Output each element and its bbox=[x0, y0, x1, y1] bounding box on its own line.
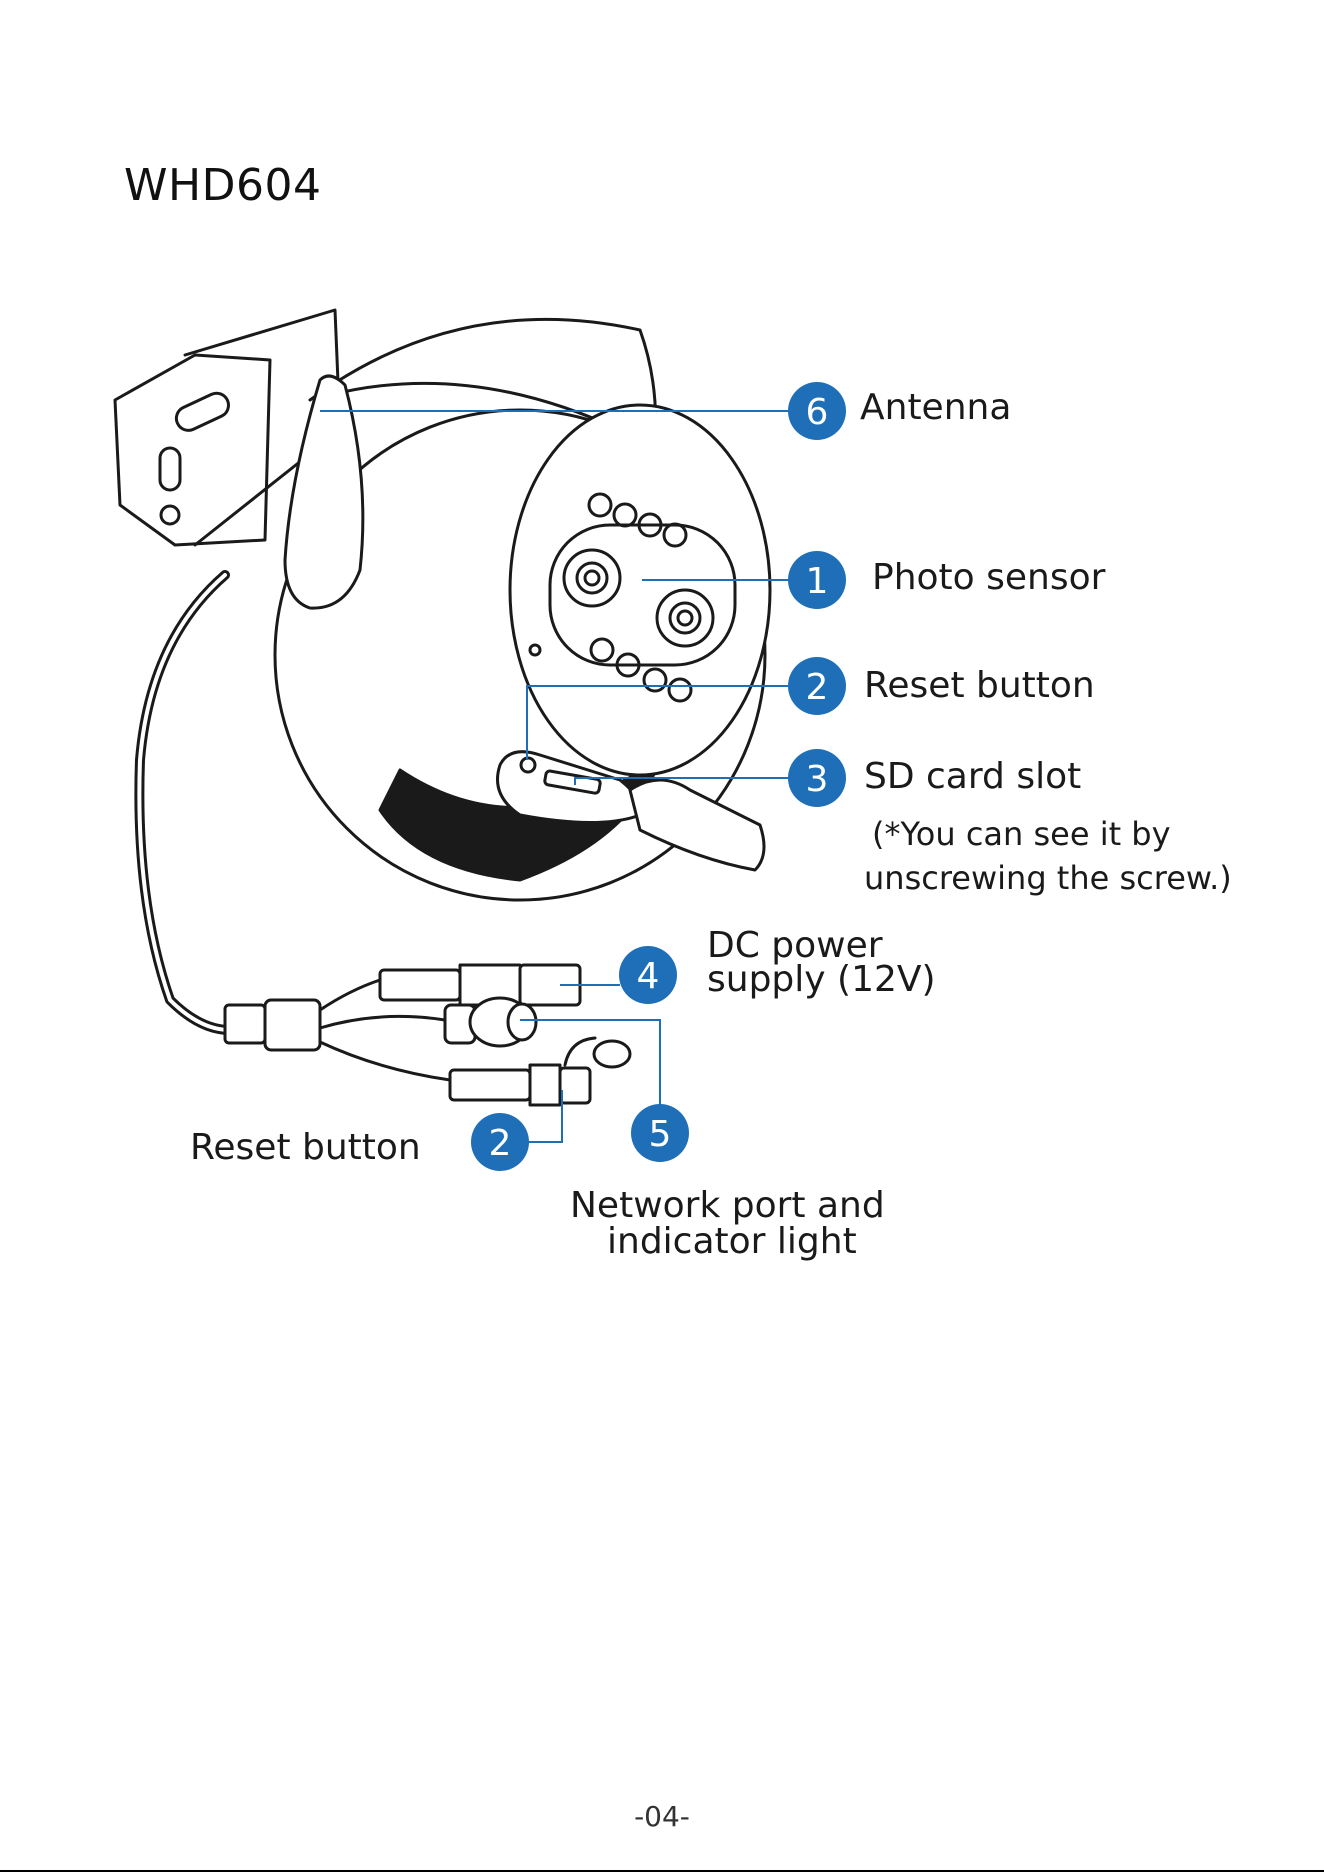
page-number: -04- bbox=[0, 1800, 1324, 1833]
reset-connector bbox=[450, 1070, 530, 1100]
cable-outer bbox=[139, 575, 230, 1030]
callout-number-reset-button-cable: 2 bbox=[489, 1123, 512, 1164]
network-label-line-1: Network port and bbox=[570, 1186, 885, 1226]
sd-note-line-1: (*You can see it by bbox=[872, 812, 1171, 856]
reset-button-label: Reset button bbox=[864, 666, 1095, 706]
reset-button-cable-label: Reset button bbox=[190, 1128, 421, 1168]
network-label-line-2: indicator light bbox=[607, 1222, 857, 1262]
wall-bracket bbox=[115, 355, 270, 545]
lens-plate bbox=[550, 525, 735, 665]
sd-card-slot-label: SD card slot bbox=[864, 757, 1081, 797]
photo-sensor-label: Photo sensor bbox=[872, 558, 1105, 598]
sd-note-line-2: unscrewing the screw.) bbox=[864, 856, 1232, 900]
callout-number-reset-button: 2 bbox=[806, 667, 829, 708]
callout-number-dc-power: 4 bbox=[637, 956, 660, 997]
reset-button-cap bbox=[594, 1041, 630, 1067]
dc-connector bbox=[380, 970, 460, 1000]
dc-power-label-line-2: supply (12V) bbox=[707, 960, 936, 1000]
cable-hub bbox=[265, 1000, 320, 1050]
antenna-label: Antenna bbox=[860, 388, 1011, 428]
callout-number-photo-sensor: 1 bbox=[806, 561, 829, 602]
callout-number-sd-card-slot: 3 bbox=[806, 759, 829, 800]
callout-number-antenna: 6 bbox=[806, 392, 829, 433]
callout-number-network-port: 5 bbox=[649, 1114, 672, 1155]
